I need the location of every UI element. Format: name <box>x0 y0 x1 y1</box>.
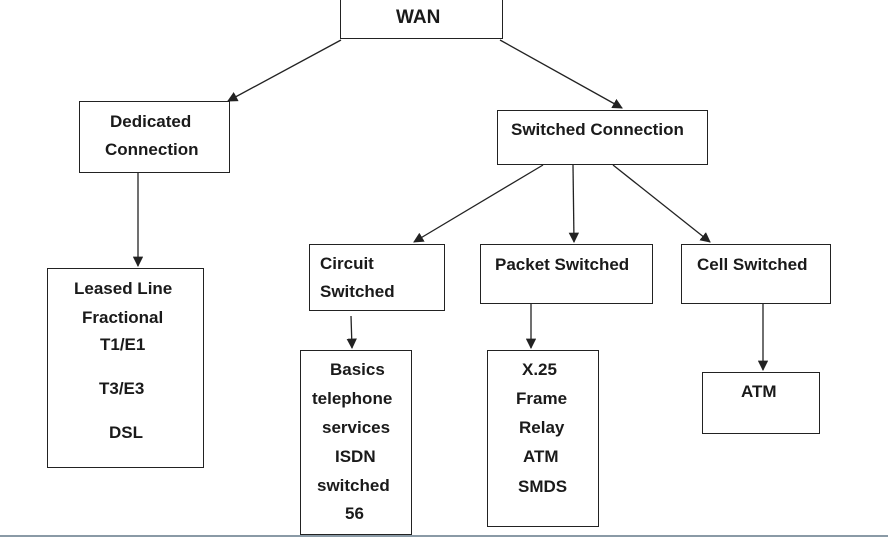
leased-item-5: DSL <box>109 423 143 442</box>
packet-service-4: ATM <box>523 447 559 466</box>
bottom-rule <box>0 535 888 537</box>
edge-circuit-services <box>346 315 357 350</box>
wan-node: WAN <box>340 0 503 39</box>
circuit-services-node: Basics telephone services ISDN switched … <box>300 350 412 535</box>
leased-line-node: Leased Line Fractional T1/E1 T3/E3 DSL <box>47 268 204 468</box>
cell-switched-node: Cell Switched <box>681 244 831 304</box>
switched-label: Switched Connection <box>511 120 684 139</box>
edge-switched-circuit <box>413 164 544 243</box>
packet-service-1: X.25 <box>522 360 557 379</box>
leased-item-3: T1/E1 <box>100 335 146 354</box>
circuit-label-line2: Switched <box>320 282 395 301</box>
edge-switched-cell <box>612 164 711 243</box>
circuit-service-2: telephone <box>312 389 393 408</box>
leased-item-1: Leased Line <box>74 279 173 298</box>
circuit-service-5: switched <box>317 476 390 495</box>
circuit-service-1: Basics <box>330 360 385 379</box>
packet-service-5: SMDS <box>518 477 568 496</box>
packet-switched-node: Packet Switched <box>480 244 653 304</box>
switched-connection-node: Switched Connection <box>497 110 708 165</box>
packet-service-2: Frame <box>516 389 568 408</box>
cell-label: Cell Switched <box>697 255 808 274</box>
dedicated-label-line1: Dedicated <box>110 112 192 131</box>
edge-wan-switched <box>499 39 623 109</box>
circuit-service-6: 56 <box>345 504 364 523</box>
leased-item-2: Fractional <box>82 308 164 327</box>
packet-label: Packet Switched <box>495 255 630 274</box>
wan-label: WAN <box>396 7 441 28</box>
packet-service-3: Relay <box>519 418 565 437</box>
cell-services-node: ATM <box>702 372 820 434</box>
dedicated-label-line2: Connection <box>105 140 199 159</box>
circuit-label-line1: Circuit <box>320 254 374 273</box>
circuit-service-3: services <box>322 418 391 437</box>
edge-wan-dedicated <box>227 39 342 102</box>
circuit-service-4: ISDN <box>335 447 376 466</box>
packet-services-node: X.25 Frame Relay ATM SMDS <box>487 350 599 527</box>
edge-switched-packet <box>568 164 580 244</box>
circuit-switched-node: Circuit Switched <box>309 244 445 311</box>
dedicated-connection-node: Dedicated Connection <box>79 101 230 173</box>
leased-item-4: T3/E3 <box>99 379 145 398</box>
cell-service-1: ATM <box>741 382 777 401</box>
